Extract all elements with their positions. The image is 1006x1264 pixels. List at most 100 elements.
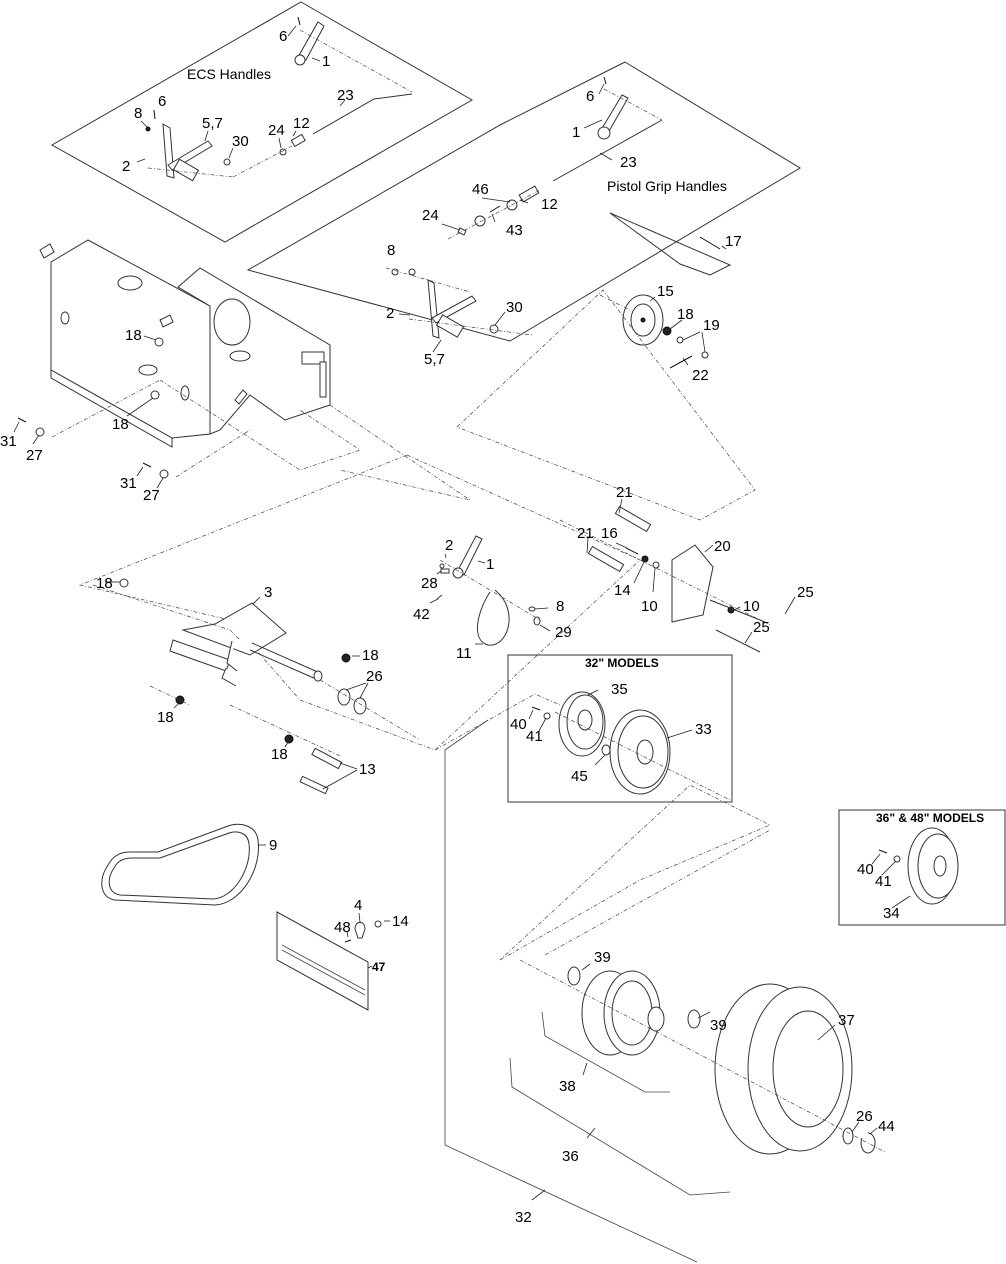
callout-18: 18 [96,575,113,592]
callout-18: 18 [677,306,694,323]
callout-21: 21 [616,484,633,501]
callout-32: 32 [515,1209,532,1226]
ecs-handles-panel [52,2,472,242]
callout-12: 12 [541,196,558,213]
callout-27b: 27 [143,487,160,504]
main-frame-group: 18 18 31 27 31 27 [0,240,470,504]
drive-pulley-part [610,710,670,794]
callout-11: 11 [456,645,472,662]
ecs-handles-label: ECS Handles [187,66,271,82]
callout-29: 29 [555,624,572,641]
callout-14: 14 [614,582,631,599]
callout-18b: 18 [362,647,379,664]
spacer-part [602,745,610,755]
bearing-washer-part [688,1010,700,1028]
bolt-part [879,850,887,853]
callout-31b: 31 [120,475,137,492]
wheel-rim-part [582,971,664,1055]
models-32-inset: 32" MODELS 35 40 41 45 33 [435,655,732,802]
lever-assembly-part [170,603,322,686]
callout-6: 6 [279,28,287,45]
washer-part [475,216,485,226]
belt-guard-part [277,912,368,1010]
mounting-plate-part [672,545,713,622]
callout-6: 6 [586,88,594,105]
callout-18c: 18 [157,709,174,726]
clamp-part [355,922,365,938]
bushing-part [490,325,498,333]
chassis-frame-part [40,240,330,447]
callout-44: 44 [878,1118,895,1135]
bolt-part [677,337,683,343]
callout-3: 3 [264,584,272,601]
callout-1: 1 [572,124,580,141]
callout-36: 36 [562,1148,579,1165]
drive-belt-inner [109,832,249,899]
callout-4: 4 [354,897,362,914]
nut-part [146,127,150,131]
tire-part [715,984,852,1154]
callout-26: 26 [366,668,383,685]
bolt-part [532,707,540,710]
bolt-part [700,237,720,249]
callout-33: 33 [695,721,712,738]
idler-pulley-part [623,295,663,345]
callout-24: 24 [422,207,439,224]
callout-41: 41 [875,873,892,890]
washer-part [534,617,540,625]
nut-part [375,921,381,927]
bolt-part [143,463,151,467]
nut-part [285,735,293,743]
callout-35: 35 [611,681,628,698]
callout-12: 12 [293,115,310,132]
washer-part [36,428,44,436]
pistol-bracket-part [428,280,476,338]
callout-10: 10 [641,598,658,615]
callout-8: 8 [387,242,395,259]
callout-24: 24 [268,122,285,139]
washer-part [529,607,535,611]
callout-1: 1 [486,556,494,573]
washer-part [894,856,900,862]
control-rod-part [313,94,412,134]
nut-part [409,269,415,275]
callout-30: 30 [506,299,523,316]
callout-13: 13 [359,761,376,778]
nut-part [663,327,671,335]
pin-part [300,776,328,793]
clip-part [437,595,442,599]
bolt-part [18,418,26,422]
callout-15: 15 [657,283,674,300]
washer-part [338,689,350,705]
models-36-48-title: 36" & 48" MODELS [876,811,984,825]
callout-48: 48 [334,919,351,936]
spring-part [490,206,500,212]
clip-part [298,17,300,25]
callout-2: 2 [122,158,130,175]
belt-and-guard-group: 9 4 48 14 47 [102,824,409,1010]
callout-27: 27 [26,447,43,464]
callout-22: 22 [692,367,709,384]
pulley-hub-part [559,692,605,756]
callout-26: 26 [856,1108,873,1125]
callout-39b: 39 [710,1017,727,1034]
bolt-part [702,352,708,358]
washer-part [544,713,550,719]
callout-47: 47 [372,960,386,974]
callout-43: 43 [506,222,523,239]
nut-part [155,338,163,346]
callout-25b: 25 [753,619,770,636]
callout-40: 40 [510,716,527,733]
callout-34: 34 [883,905,900,922]
callout-41: 41 [526,728,543,745]
callout-42: 42 [413,606,430,623]
callout-23: 23 [337,87,354,104]
handle-arm-part [295,22,324,65]
callout-28: 28 [421,575,438,592]
callout-2: 2 [386,305,394,322]
nut-part [120,579,128,587]
callout-10b: 10 [743,598,760,615]
brake-arm-part [453,536,482,578]
pistol-grip-handles-group: Pistol Grip Handles [248,62,800,384]
